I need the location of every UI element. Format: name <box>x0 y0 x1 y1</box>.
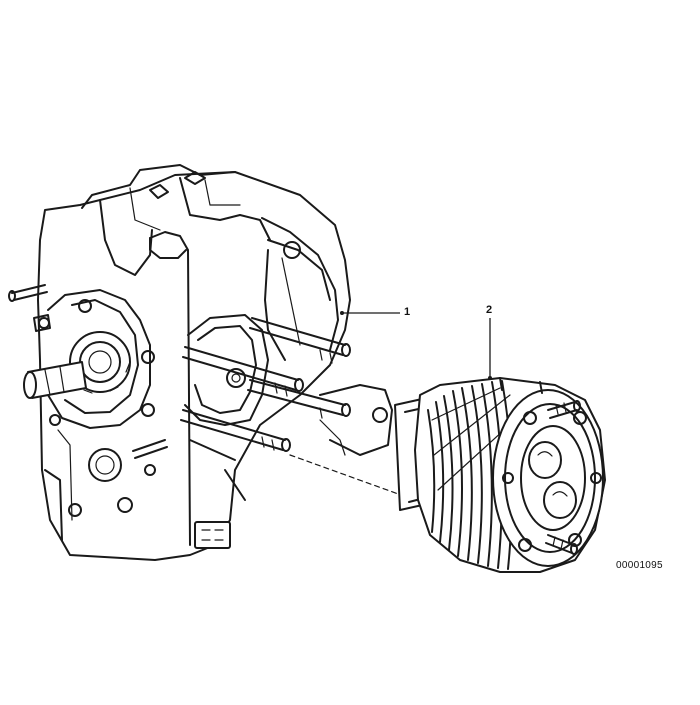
assembly-dashed-line <box>289 454 416 501</box>
cylinder-barrel <box>394 377 606 573</box>
callout-label-2: 2 <box>486 304 493 316</box>
cylinder-studs <box>180 317 351 452</box>
leader-dot-2 <box>488 376 492 380</box>
leader-dot-1 <box>340 311 344 315</box>
callout-label-1: 1 <box>404 306 411 318</box>
drawing-number: 00001095 <box>616 560 663 571</box>
callout-leaders <box>340 311 492 380</box>
